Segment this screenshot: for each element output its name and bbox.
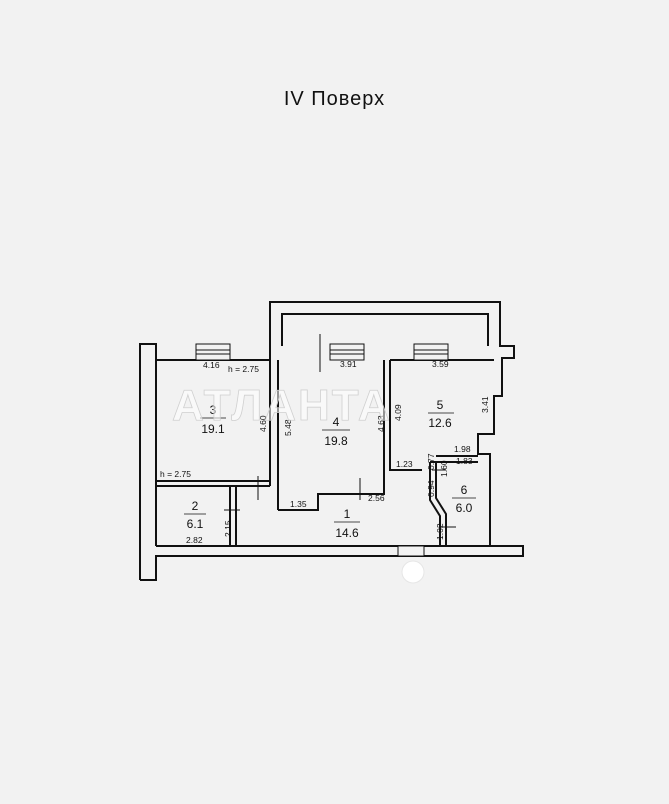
entrance-dot [401, 560, 425, 584]
window-room-4 [329, 343, 365, 361]
dim-3-59: 3.59 [432, 359, 449, 369]
dim-2-82: 2.82 [186, 535, 203, 545]
entrance-door [397, 545, 425, 557]
room-5-number: 5 [437, 398, 444, 412]
balcony-wall [281, 313, 489, 346]
watermark: АТЛАНТА [172, 381, 392, 430]
dim-0-94: 0.94 [426, 480, 436, 497]
ceiling-heights: h = 2.75 h = 2.75 [160, 364, 259, 479]
dim-1-23: 1.23 [396, 459, 413, 469]
room-5-area: 12.6 [428, 416, 452, 430]
room-4-area: 19.8 [324, 434, 348, 448]
height-label-mid: h = 2.75 [160, 469, 191, 479]
dim-0-77: 0.77 [426, 453, 436, 470]
window-room-3 [195, 343, 231, 361]
window-room-5 [413, 343, 449, 361]
room-1-number: 1 [344, 507, 351, 521]
room-3-area: 19.1 [201, 422, 225, 436]
page-title: IV Поверх [283, 88, 386, 110]
dim-5-48: 5.48 [283, 419, 293, 436]
dim-3-91: 3.91 [340, 359, 357, 369]
door-marks [224, 334, 456, 528]
dim-4-16: 4.16 [203, 360, 220, 370]
dim-4-63: 4.63 [376, 415, 386, 432]
height-label-top: h = 2.75 [228, 364, 259, 374]
dimension-labels: 4.16 3.91 3.59 4.60 5.48 4.63 4.09 3.41 … [186, 359, 490, 545]
dim-4-60: 4.60 [258, 415, 268, 432]
dim-2-56: 2.56 [368, 493, 385, 503]
room-1-area: 14.6 [335, 526, 359, 540]
room-labels: 3 19.1 4 19.8 5 12.6 6 6.0 2 6.1 1 14.6 [184, 398, 476, 540]
room-3-number: 3 [210, 403, 217, 417]
dim-1-60: 1.60 [439, 460, 449, 477]
room-2-area: 6.1 [187, 517, 204, 531]
dim-1-83: 1.83 [456, 456, 473, 466]
dim-3-41: 3.41 [480, 396, 490, 413]
outer-wall [139, 301, 524, 581]
room-6-number: 6 [461, 483, 468, 497]
room-2-number: 2 [192, 499, 199, 513]
dim-1-35: 1.35 [290, 499, 307, 509]
windows [195, 343, 449, 557]
dim-4-09: 4.09 [393, 404, 403, 421]
room-4-number: 4 [333, 415, 340, 429]
dim-1-02: 1.02 [435, 523, 445, 540]
dim-1-98: 1.98 [454, 444, 471, 454]
room-6-area: 6.0 [456, 501, 473, 515]
dim-2-15: 2.15 [223, 520, 233, 537]
